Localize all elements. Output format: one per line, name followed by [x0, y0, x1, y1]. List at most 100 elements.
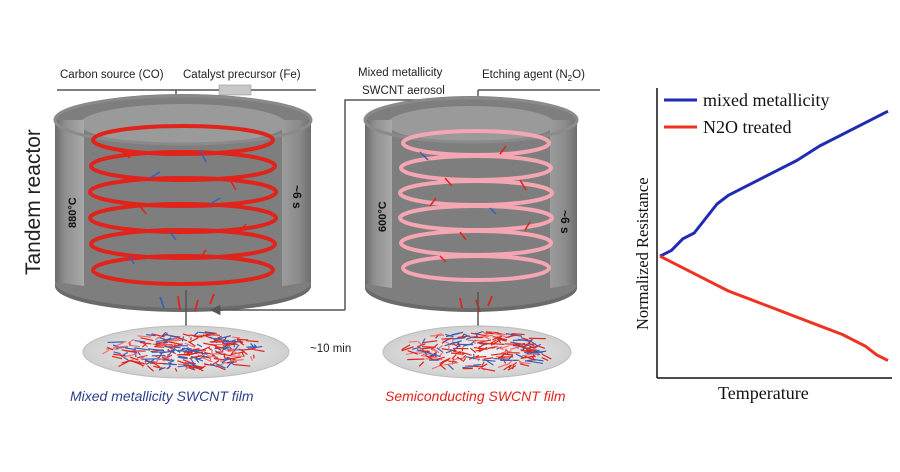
film-nanotube	[201, 356, 213, 363]
etching-agent-suffix: O)	[572, 69, 585, 81]
film-nanotube	[206, 355, 219, 358]
film-nanotube	[501, 350, 512, 354]
film-nanotube	[140, 337, 154, 342]
film-nanotube	[443, 362, 459, 366]
film-nanotube	[524, 355, 536, 361]
film-nanotube	[140, 354, 147, 360]
film-nanotube	[496, 338, 502, 344]
film-nanotube	[250, 343, 256, 349]
film-nanotube	[429, 352, 441, 358]
film-nanotube	[535, 344, 546, 350]
aerosol-label-line-1: Mixed metallicity	[358, 67, 443, 79]
film-nanotube	[473, 340, 476, 344]
aerosol-label-line-2: SWCNT aerosol	[362, 85, 445, 97]
film-nanotube	[116, 340, 127, 347]
chart-series-group	[659, 109, 889, 362]
film-nanotube	[479, 342, 488, 345]
film-nanotube	[438, 344, 444, 350]
film-nanotube	[419, 347, 432, 350]
heating-coil-1	[88, 124, 278, 286]
film-nanotube	[122, 353, 138, 358]
film-nanotube	[212, 359, 220, 365]
film-nanotube	[447, 363, 454, 371]
film-nanotube	[433, 333, 442, 337]
furnace-1-right-wall	[282, 120, 311, 286]
film-nanotube	[470, 332, 487, 337]
film-nanotube	[134, 347, 151, 351]
film-nanotube	[182, 333, 191, 337]
series-line-mixed-metallicity	[659, 109, 889, 258]
film-nanotube	[203, 342, 218, 347]
film-nanotube	[204, 331, 217, 335]
film-nanotube	[188, 366, 200, 369]
film-nanotube	[139, 341, 152, 345]
film-nanotube	[236, 337, 244, 344]
film-nanotube	[483, 357, 494, 360]
film-nanotube	[200, 346, 211, 352]
film-nanotube	[184, 342, 196, 348]
furnace-2-base	[365, 284, 577, 312]
film-nanotube	[246, 345, 257, 348]
reactor-2: Etching agent (N2O) 600°C ~6	[363, 69, 600, 312]
film-nanotube	[458, 350, 472, 356]
film-nanotube	[196, 343, 203, 348]
film-nanotube	[505, 333, 523, 337]
film-nanotube	[113, 351, 121, 355]
film-nanotube	[515, 353, 525, 359]
film-nanotube	[161, 331, 167, 337]
film-nanotube	[153, 365, 163, 369]
film-nanotube	[226, 341, 236, 345]
film-nanotube	[190, 355, 204, 362]
film-nanotube	[177, 364, 195, 368]
film-nanotube	[471, 355, 487, 359]
film-nanotube	[473, 364, 482, 366]
film-nanotube	[497, 354, 505, 359]
film-nanotube	[401, 344, 411, 351]
film-nanotube	[473, 356, 480, 362]
film-nanotube	[158, 367, 166, 371]
film-nanotube	[213, 335, 222, 341]
film-nanotube	[241, 348, 256, 351]
film-nanotube	[146, 334, 156, 337]
film-nanotube	[106, 346, 114, 351]
film-nanotube	[214, 346, 222, 351]
film-nanotube	[222, 357, 230, 361]
film-nanotube	[154, 340, 168, 346]
film-nanotube	[507, 365, 517, 371]
tandem-reactor-title: Tandem reactor	[22, 129, 45, 275]
film-nanotube	[497, 362, 510, 369]
film-nanotube	[142, 343, 147, 348]
film-nanotube	[422, 340, 438, 344]
film-nanotube	[148, 348, 165, 352]
film-nanotube	[250, 355, 253, 361]
film-nanotube	[138, 360, 143, 366]
film-nanotube	[435, 335, 439, 339]
film-nanotube	[421, 349, 428, 356]
mixed-film-label: Mixed metallicity SWCNT film	[70, 388, 254, 404]
film-nanotube	[221, 358, 229, 364]
film-nanotube	[225, 356, 242, 361]
film-nanotube	[482, 330, 490, 337]
film-nanotube	[457, 356, 467, 360]
semiconducting-film-nanotubes	[401, 330, 552, 372]
film-nanotube	[478, 363, 488, 370]
film-nanotube	[477, 342, 487, 349]
film-nanotube	[182, 359, 195, 365]
film-nanotube	[476, 330, 483, 335]
etching-agent-label: Etching agent (N2O)	[482, 69, 585, 83]
film-nanotube	[489, 339, 497, 345]
film-nanotube	[445, 332, 460, 338]
film-nanotube	[111, 355, 123, 360]
film-nanotube	[234, 364, 251, 367]
nanotubes-in-reactor-2	[419, 145, 531, 263]
legend-label: N2O treated	[703, 117, 791, 137]
film-nanotube	[147, 365, 155, 372]
film-nanotube	[436, 347, 444, 353]
film-nanotube	[107, 341, 125, 344]
film-nanotube	[174, 367, 178, 372]
film-nanotube	[217, 335, 232, 340]
film-nanotube	[215, 351, 224, 354]
catalyst-cartridge	[218, 84, 252, 96]
film-nanotube	[178, 355, 188, 359]
film-nanotube	[195, 358, 200, 364]
